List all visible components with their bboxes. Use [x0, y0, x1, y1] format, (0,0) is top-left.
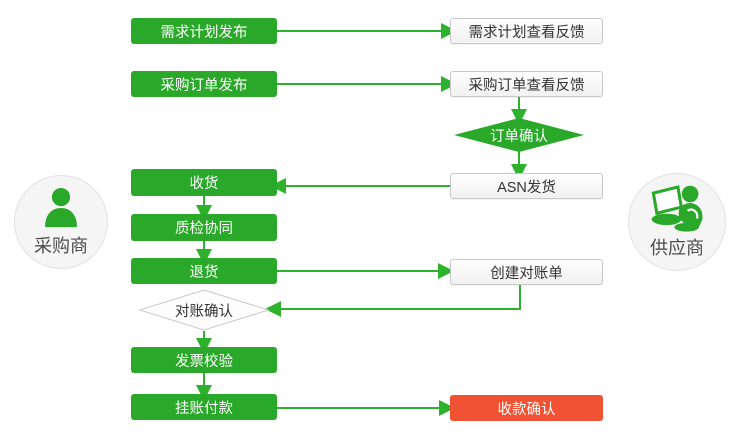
step-receive-goods: 收货 [131, 169, 277, 196]
step-create-statement: 创建对账单 [450, 259, 603, 285]
step-po-publish: 采购订单发布 [131, 71, 277, 97]
diamond-shape [138, 289, 270, 331]
diamond-shape [454, 118, 584, 152]
step-receipt-confirm: 收款确认 [450, 395, 603, 421]
actor-buyer: 采购商 [14, 175, 108, 269]
decision-statement-confirm: 对账确认 [138, 289, 270, 331]
supplier-label: 供应商 [650, 238, 704, 258]
buyer-person-icon [41, 186, 81, 230]
decision-order-confirm-label: 订单确认 [490, 128, 548, 145]
step-demand-plan-feedback: 需求计划查看反馈 [450, 18, 603, 44]
step-invoice-check: 发票校验 [131, 347, 277, 373]
step-po-feedback: 采购订单查看反馈 [450, 71, 603, 97]
decision-order-confirm: 订单确认 [454, 118, 584, 152]
step-return-goods: 退货 [131, 258, 277, 284]
decision-statement-confirm-label: 对账确认 [175, 303, 233, 320]
supplier-laptop-person-icon [649, 184, 705, 232]
step-quality-collaboration: 质检协同 [131, 214, 277, 241]
actor-supplier: 供应商 [628, 173, 726, 271]
buyer-label: 采购商 [34, 236, 88, 256]
step-asn-ship: ASN发货 [450, 173, 603, 199]
step-book-payment: 挂账付款 [131, 394, 277, 420]
arrow-create-statement-to-statement-confirm [265, 285, 521, 317]
step-demand-plan-publish: 需求计划发布 [131, 18, 277, 44]
